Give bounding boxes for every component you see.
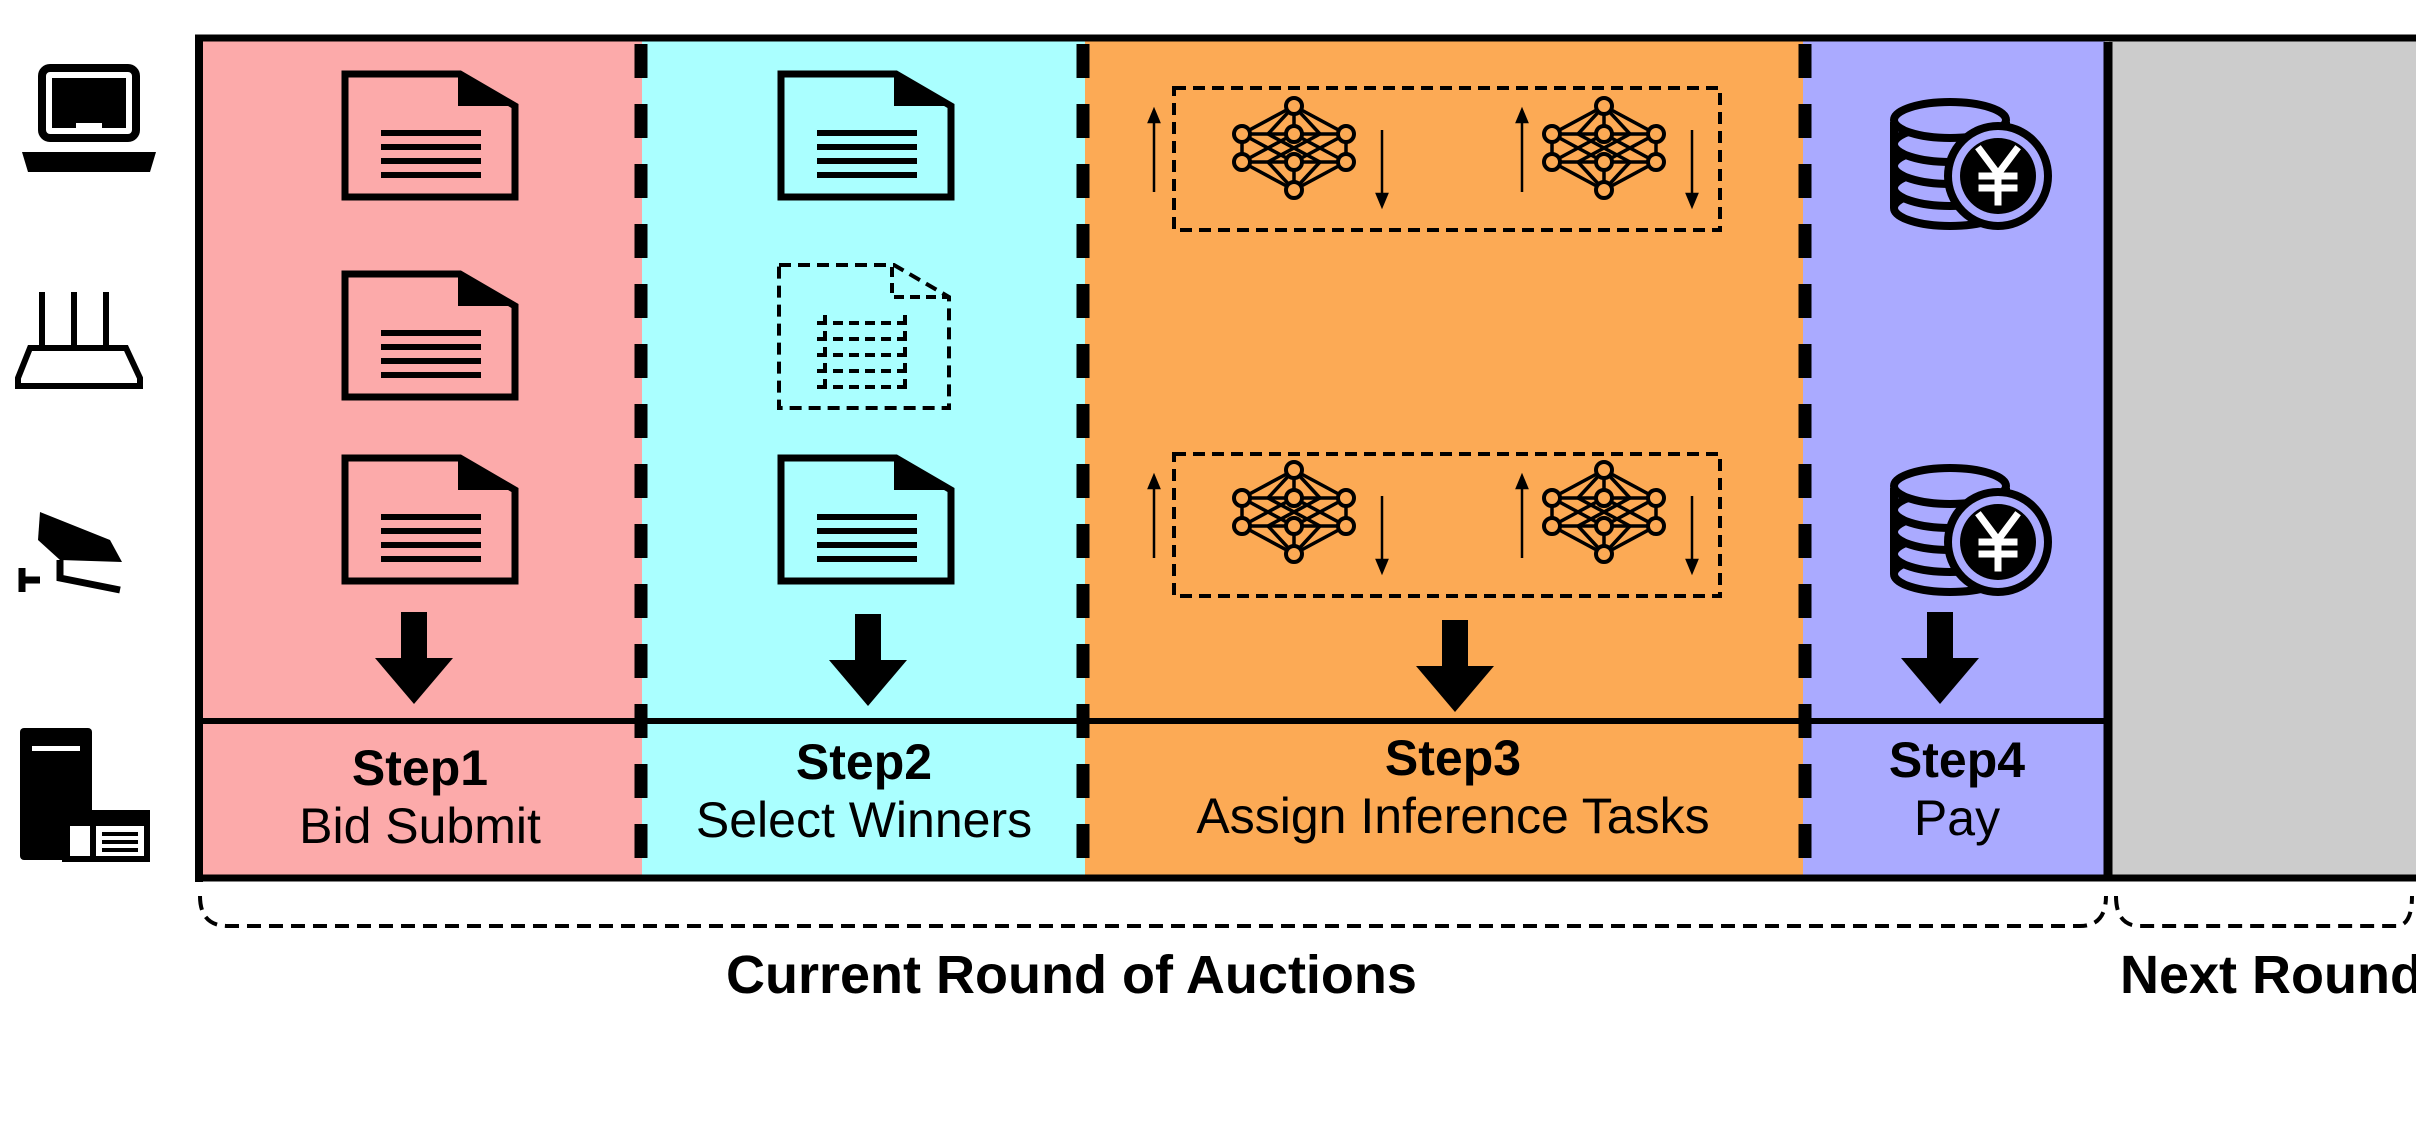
step1-title: Step1 [351,740,489,796]
laptop-icon [22,64,156,172]
step-dividers [634,44,1812,876]
current-round-bracket [198,895,2108,928]
server-icon [20,728,150,862]
step3-subtitle: Assign Inference Tasks [1196,787,1710,844]
camera-icon [18,512,122,594]
step4-subtitle: Pay [1913,789,2001,846]
step2-label: Step2 Select Winners [648,734,1080,849]
step3-panel [1085,38,1803,876]
next-round-label: Next Round [2120,945,2416,1005]
current-round-label: Current Round of Auctions [726,945,1417,1005]
step3-title: Step3 [1384,730,1522,786]
next-round-panel [2109,38,2416,876]
step4-title: Step4 [1888,732,2026,788]
step1-subtitle: Bid Submit [299,797,541,854]
step4-label: Step4 Pay [1812,732,2102,847]
timeline-frame [195,34,2416,882]
step2-title: Step2 [795,734,933,790]
router-icon [15,292,143,389]
step2-subtitle: Select Winners [695,791,1033,848]
next-round-bracket [2114,895,2414,928]
step3-label: Step3 Assign Inference Tasks [1092,730,1814,845]
step1-label: Step1 Bid Submit [202,740,638,855]
inference-task-group-bottom [1147,452,1722,598]
inference-task-group-top [1147,86,1722,232]
